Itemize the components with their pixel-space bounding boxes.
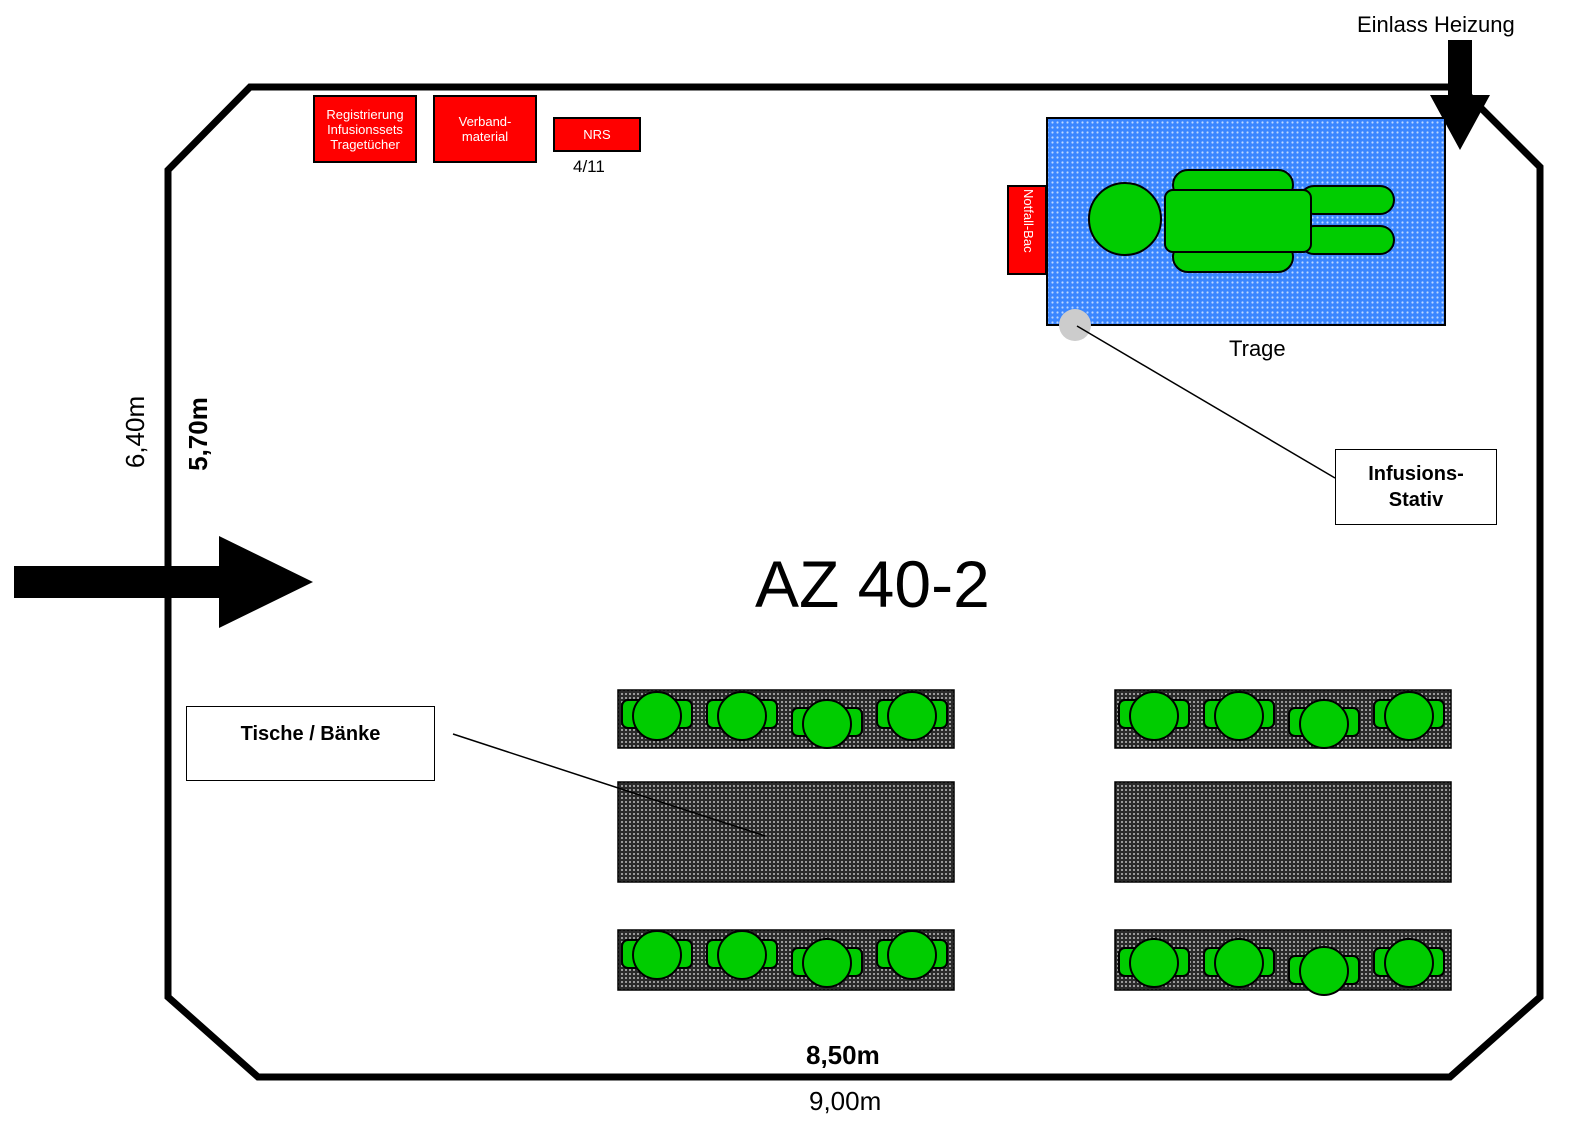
seated-person: [1373, 938, 1445, 988]
seated-person: [1373, 691, 1445, 741]
seated-person: [1118, 691, 1190, 741]
table: [617, 781, 955, 883]
nrs-box: NRS: [553, 117, 641, 152]
room-title: AZ 40-2: [755, 547, 990, 621]
seated-person: [876, 691, 948, 741]
seated-person: [706, 930, 778, 980]
stretcher-label: Trage: [1229, 336, 1286, 361]
registration-line-2: Infusionssets: [327, 121, 403, 137]
iv-stand-callout-line-1: Infusions-: [1368, 463, 1464, 485]
seated-person: [1288, 699, 1360, 749]
registration-line-1: Registrierung: [326, 106, 404, 122]
tables-callout: Tische / Bänke: [186, 706, 435, 781]
iv-stand: [1059, 309, 1091, 341]
emergency-bag-box: Notfall-Bac: [1007, 185, 1047, 275]
width-outer-label: 9,00m: [809, 1086, 882, 1116]
seated-person: [1203, 691, 1275, 741]
nrs-note: 4/11: [573, 157, 605, 176]
seated-person: [791, 938, 863, 988]
seated-person: [1203, 938, 1275, 988]
emergency-bag-label: Notfall-Bac: [1021, 189, 1036, 253]
registration-box: Registrierung Infusionssets Tragetücher: [313, 95, 417, 163]
seated-person: [706, 691, 778, 741]
seated-persons: [621, 691, 1445, 996]
seated-person: [876, 930, 948, 980]
iv-stand-callout: Infusions- Stativ: [1335, 449, 1497, 525]
height-inner-label: 5,70m: [183, 397, 213, 471]
room-outline: [164, 83, 1544, 1081]
heating-label: Einlass Heizung: [1357, 12, 1515, 37]
width-inner-label: 8,50m: [806, 1040, 880, 1070]
iv-stand-callout-line-2: Stativ: [1388, 489, 1444, 511]
seated-person: [791, 699, 863, 749]
registration-line-3: Tragetücher: [330, 136, 400, 152]
table: [1114, 781, 1452, 883]
tables-leader: [452, 733, 766, 837]
patient-figure: [1088, 169, 1395, 273]
entrance-arrow: [14, 536, 313, 628]
bandage-box: Verband- material: [433, 95, 537, 163]
nrs-label: NRS: [583, 127, 611, 142]
height-outer-label: 6,40m: [120, 395, 150, 469]
bandage-line-1: Verband-: [458, 114, 512, 129]
iv-stand-leader: [1076, 325, 1336, 479]
tables-callout-label: Tische / Bänke: [240, 723, 381, 745]
seated-person: [621, 691, 693, 741]
seated-person: [1118, 938, 1190, 988]
seated-person: [1288, 946, 1360, 996]
bandage-line-2: material: [461, 129, 509, 144]
seated-person: [621, 930, 693, 980]
